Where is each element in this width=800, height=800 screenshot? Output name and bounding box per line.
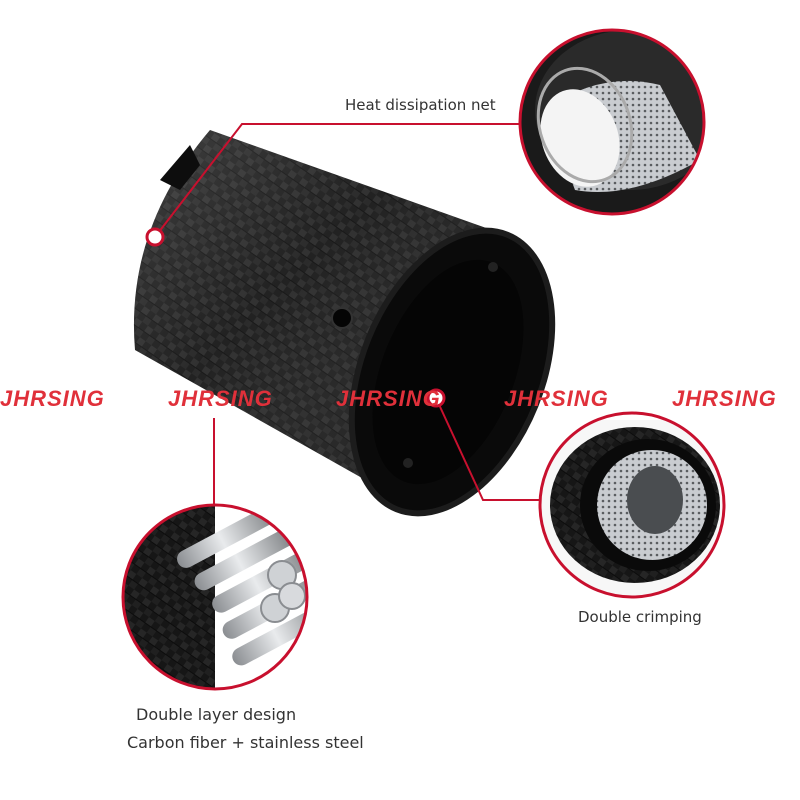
detail-circle-double — [121, 503, 309, 691]
label-double-layer: Double layer design — [136, 705, 297, 724]
watermark-text: JHRSING — [336, 386, 441, 411]
watermark-text: JHRSING — [672, 386, 777, 411]
callout-dot-crimp — [426, 388, 446, 408]
carbon-exhaust-tip — [133, 130, 556, 517]
watermark-text: JHRSING — [504, 386, 609, 411]
callout-dot-heat — [145, 227, 165, 247]
callout-line-heat — [154, 123, 525, 238]
watermark-text: JHRSING — [168, 386, 273, 411]
callout-dots — [145, 227, 446, 408]
label-heat-dissipation: Heat dissipation net — [345, 96, 496, 114]
callout-lines — [154, 123, 558, 505]
label-double-crimping: Double crimping — [578, 608, 702, 626]
detail-circle-heat — [518, 28, 706, 216]
callout-line-crimp — [435, 397, 558, 501]
detail-circle-crimp — [538, 411, 726, 599]
watermark-text: JHRSING — [0, 386, 105, 411]
label-material: Carbon fiber + stainless steel — [127, 733, 364, 752]
